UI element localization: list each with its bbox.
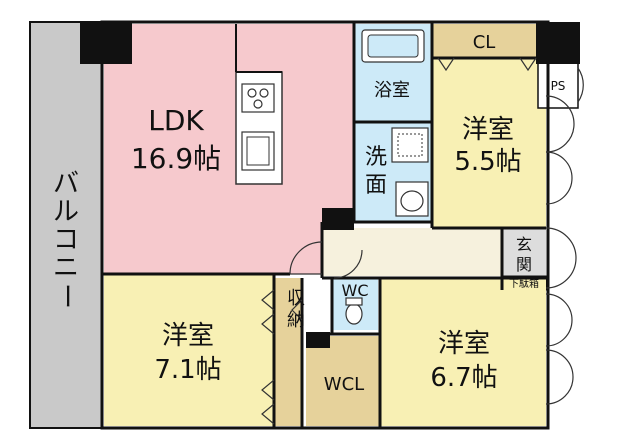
stove-icon: [241, 83, 275, 113]
bedroom-ne: [432, 58, 546, 228]
column-center: [322, 208, 354, 230]
toilet-icon: [345, 303, 363, 325]
washroom-name-top: 洗: [365, 145, 387, 170]
washing-machine-icon: [391, 127, 429, 163]
storage-name-bottom: 納: [287, 310, 305, 331]
bedroom-sw-size: 7.1帖: [154, 355, 221, 385]
ldk-name: LDK: [148, 104, 204, 137]
column-nw: [80, 22, 132, 64]
wcl-name: WCL: [324, 374, 364, 395]
balcony-char-4: ニ: [53, 253, 79, 283]
entrance-name-top: 玄: [516, 235, 532, 254]
bedroom-ne-size: 5.5帖: [454, 147, 521, 177]
balcony-char-5: ー: [51, 283, 81, 309]
closet-name: CL: [473, 32, 496, 53]
door-swings: [261, 57, 584, 425]
column-ne: [536, 22, 580, 64]
bedroom-sw: [104, 274, 274, 426]
ps-shaft: [537, 61, 579, 109]
bedroom-se-size: 6.7帖: [430, 363, 497, 393]
entrance: [502, 228, 546, 276]
bath-name: 浴室: [374, 80, 410, 101]
wc-name: WC: [342, 281, 369, 300]
washroom-name-bottom: 面: [365, 173, 387, 198]
balcony-label: バ ル コ ニ ー: [51, 169, 81, 309]
bedroom-se-name: 洋室: [438, 329, 490, 359]
shoe-box-label: 下駄箱: [509, 277, 539, 290]
balcony-char-2: ル: [53, 197, 79, 227]
storage-name-top: 収: [287, 288, 305, 309]
ldk-room: [104, 24, 354, 274]
ps-name: PS: [551, 79, 566, 93]
closet-cl: [432, 24, 536, 58]
walk-in-closet: [306, 336, 380, 426]
bedroom-se: [380, 278, 546, 426]
storage-closet: [274, 278, 302, 426]
balcony-char-1: バ: [53, 169, 79, 199]
bedroom-sw-name: 洋室: [162, 321, 214, 351]
balcony-area: [29, 21, 103, 429]
ldk-size: 16.9帖: [131, 142, 221, 175]
column-wcl: [306, 332, 330, 348]
bedroom-ne-name: 洋室: [462, 115, 514, 145]
balcony-char-3: コ: [53, 225, 79, 255]
corridor: [322, 228, 502, 276]
walls: [100, 20, 550, 430]
entrance-name-bottom: 関: [516, 255, 532, 274]
